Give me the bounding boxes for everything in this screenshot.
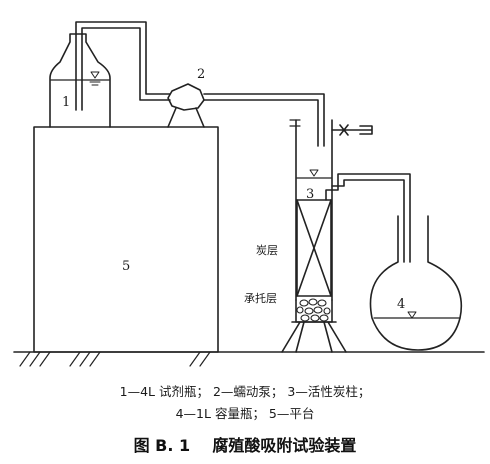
outlet-tube [325, 173, 411, 263]
level-mark-1 [89, 71, 101, 86]
vent-valve [331, 124, 373, 136]
label-column: 3 [306, 187, 314, 202]
label-carbon-layer: 炭层 [256, 244, 278, 257]
figure-title: 图 B. 1 腐殖酸吸附试验装置 [133, 436, 357, 455]
support-layer-gravel [296, 298, 331, 322]
pump-stand [167, 107, 205, 128]
suction-tube [75, 21, 171, 111]
level-mark-3 [309, 169, 319, 177]
label-flask: 4 [397, 297, 405, 312]
label-platform: 5 [122, 259, 130, 274]
column-body [295, 119, 333, 301]
legend-line-2: 4—1L 容量瓶； 5—平台 [175, 406, 315, 421]
label-reagent-bottle: 1 [62, 95, 70, 110]
level-mark-4 [407, 311, 417, 319]
legend-line-1: 1—4L 试剂瓶； 2—蠕动泵； 3—活性炭柱； [119, 384, 371, 399]
carbon-layer [296, 199, 332, 297]
platform-box [33, 126, 219, 353]
ground-hatching [19, 351, 211, 367]
label-pump: 2 [197, 67, 205, 82]
pump-body [167, 83, 205, 111]
column-stand [281, 321, 347, 353]
reagent-bottle [49, 33, 111, 128]
volumetric-flask [369, 215, 462, 351]
label-support-layer: 承托层 [244, 291, 277, 305]
pump-outlet-tube [203, 93, 325, 147]
